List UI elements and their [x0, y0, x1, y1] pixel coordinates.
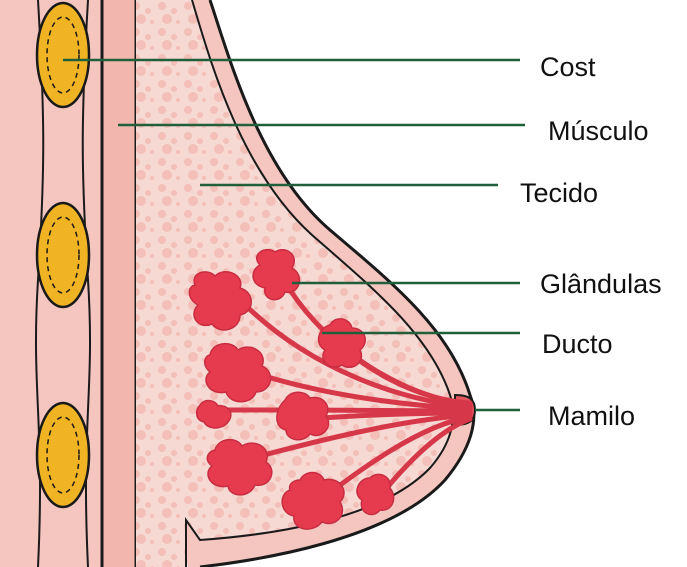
rib-3 [37, 403, 89, 507]
label-mamilo: Mamilo [538, 395, 645, 452]
label-cost: Cost [530, 46, 606, 91]
label-musculo: Músculo [538, 110, 659, 155]
label-ducto: Ducto [532, 323, 623, 376]
rib-1 [37, 3, 89, 107]
rib-group [37, 3, 89, 507]
label-tecido: Tecido [510, 172, 608, 217]
muscle-band [102, 0, 136, 567]
label-glandulas: Glândulas [530, 263, 672, 318]
rib-2 [37, 203, 89, 307]
